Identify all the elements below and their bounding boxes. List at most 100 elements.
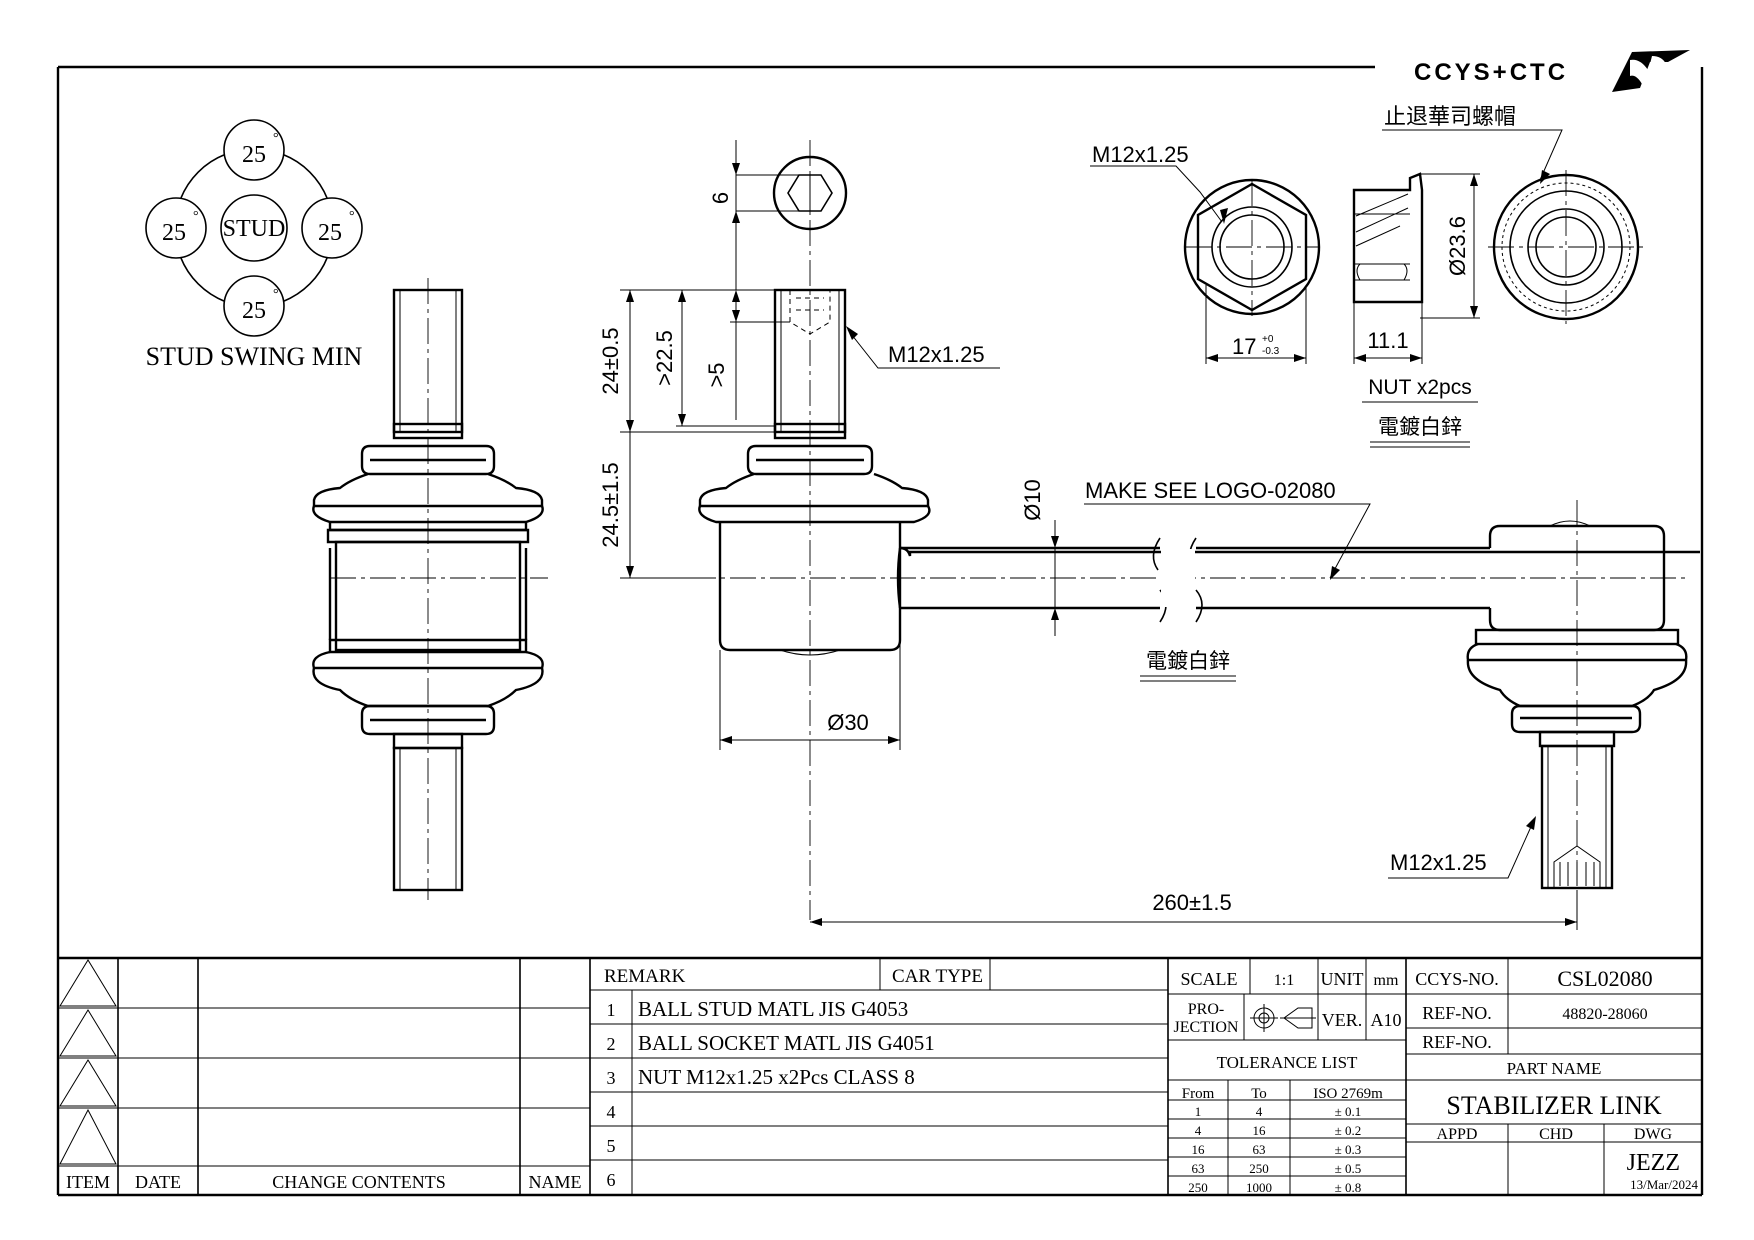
remark-no: 6 [607, 1170, 616, 1190]
projection-label: PRO- [1188, 1001, 1224, 1018]
dimension-lines: 6 24±0.5 >22.5 >5 24.5±1.5 M12x1.25 Ø10 [598, 140, 1578, 930]
projection-label: JECTION [1174, 1019, 1239, 1036]
tol-cell: ± 0.5 [1335, 1161, 1362, 1176]
remark-no: 2 [607, 1034, 616, 1054]
nut-across-flats: 17 [1232, 334, 1256, 359]
tol-cell: 16 [1192, 1142, 1206, 1157]
dwg-label: DWG [1634, 1126, 1673, 1143]
ref-no2-label: REF-NO. [1422, 1032, 1492, 1052]
degree-symbol: ° [349, 209, 355, 224]
rev-header-name: NAME [529, 1172, 582, 1192]
drawing-border [56, 65, 1704, 1197]
dim-socket-min: >5 [704, 362, 729, 387]
brand-logo: CCYS+CTC [1414, 50, 1690, 92]
tol-cell: 4 [1256, 1104, 1263, 1119]
tol-cell: 63 [1192, 1161, 1205, 1176]
ver-label: VER. [1322, 1010, 1363, 1030]
unit-label: UNIT [1321, 969, 1364, 989]
title-block: CCYS-NO. CSL02080 REF-NO. 48820-28060 RE… [1406, 958, 1702, 1195]
tol-cell: 63 [1253, 1142, 1266, 1157]
remark-text: BALL SOCKET MATL JIS G4051 [638, 1031, 935, 1055]
rev-header-date: DATE [135, 1172, 181, 1192]
remark-no: 1 [607, 1000, 616, 1020]
tol-cell: ± 0.1 [1335, 1104, 1362, 1119]
stud-swing-diagram: STUD 25 25 25 25 ° ° ° ° STUD SWING MIN [145, 119, 363, 371]
dwg-by: JEZZ [1627, 1150, 1680, 1176]
swing-label: STUD SWING MIN [146, 342, 363, 371]
car-type-label: CAR TYPE [892, 966, 983, 987]
rev-header-item: ITEM [66, 1172, 110, 1192]
nut-flange-dia: Ø23.6 [1445, 216, 1470, 276]
nut-qty: NUT x2pcs [1368, 376, 1471, 399]
chd-label: CHD [1539, 1126, 1573, 1143]
scale-value: 1:1 [1274, 972, 1294, 989]
degree-symbol: ° [193, 209, 199, 224]
ref-no-value: 48820-28060 [1562, 1006, 1647, 1023]
dim-hex-socket: 6 [708, 192, 733, 204]
remark-text: BALL STUD MATL JIS G4053 [638, 997, 908, 1021]
tol-cell: 250 [1249, 1161, 1269, 1176]
degree-symbol: ° [273, 287, 279, 302]
dim-length: 260±1.5 [1152, 890, 1231, 915]
nut-thread: M12x1.25 [1092, 142, 1189, 167]
drawing-date: 13/Mar/2024 [1630, 1177, 1698, 1192]
tol-cell: 1000 [1246, 1180, 1272, 1195]
swing-angle-left: 25 [162, 220, 186, 246]
nut-tol-minus: -0.3 [1262, 346, 1280, 357]
main-link-view [690, 140, 1700, 920]
info-block: SCALE 1:1 UNIT mm PRO- JECTION VER. A10 [1168, 958, 1407, 1195]
dim-body-height: 24.5±1.5 [598, 462, 623, 547]
hex-socket-end-view [772, 155, 848, 231]
remark-text: NUT M12x1.25 x2Pcs CLASS 8 [638, 1065, 915, 1089]
ccys-no-value: CSL02080 [1557, 966, 1652, 991]
left-side-view [312, 278, 548, 900]
part-name-label: PART NAME [1507, 1059, 1602, 1078]
remark-no: 4 [607, 1102, 616, 1122]
logo-text: CCYS+CTC [1414, 59, 1568, 86]
rev-header-change: CHANGE CONTENTS [272, 1172, 446, 1192]
appd-label: APPD [1437, 1126, 1478, 1143]
ver-value: A10 [1371, 1010, 1402, 1030]
tol-header-iso: ISO 2769m [1313, 1086, 1383, 1102]
unit-value: mm [1374, 972, 1399, 989]
nut-name-cn: 止退華司螺帽 [1384, 105, 1516, 130]
revision-triangle-icon [59, 959, 117, 1007]
dim-thread-top: M12x1.25 [888, 342, 985, 367]
dim-thread-bottom: M12x1.25 [1390, 850, 1487, 875]
tol-header-to: To [1251, 1086, 1267, 1102]
revision-triangle-icon [59, 1059, 117, 1107]
tolerance-title: TOLERANCE LIST [1217, 1053, 1358, 1072]
tol-cell: ± 0.3 [1335, 1142, 1362, 1157]
tol-cell: 16 [1253, 1123, 1267, 1138]
part-name-value: STABILIZER LINK [1446, 1091, 1661, 1120]
tol-cell: 1 [1195, 1104, 1202, 1119]
tol-cell: 4 [1195, 1123, 1202, 1138]
remark-no: 5 [607, 1136, 616, 1156]
logo-mark-icon [1612, 50, 1690, 92]
nut-height: 11.1 [1367, 328, 1408, 353]
revision-triangle-icon [59, 1009, 117, 1057]
nut-detail: M12x1.25 17 +0 -0.3 11.1 Ø23.6 [1090, 105, 1644, 448]
tol-cell: ± 0.2 [1335, 1123, 1362, 1138]
nut-plating: 電鍍白鋅 [1378, 415, 1462, 439]
revision-triangle-icon [59, 1108, 117, 1165]
remark-no: 3 [607, 1068, 616, 1088]
swing-center-label: STUD [223, 216, 286, 242]
degree-symbol: ° [273, 131, 279, 146]
tolerance-table: TOLERANCE LIST From To ISO 2769m 1 4 ± 0… [1168, 1053, 1406, 1195]
dim-stud-height: 24±0.5 [598, 327, 623, 394]
ref-no-label: REF-NO. [1422, 1003, 1492, 1023]
swing-angle-right: 25 [318, 220, 342, 246]
dim-housing-dia: Ø30 [827, 710, 869, 735]
remark-label: REMARK [604, 966, 686, 987]
tol-header-from: From [1182, 1086, 1215, 1102]
remarks-table: REMARK CAR TYPE 1 BALL STUD MATL JIS G40… [590, 958, 1169, 1195]
nut-tol-plus: +0 [1262, 334, 1274, 345]
make-see-note: MAKE SEE LOGO-02080 [1085, 478, 1336, 503]
dim-thread-min: >22.5 [652, 330, 677, 386]
tol-cell: ± 0.8 [1335, 1180, 1362, 1195]
plating-note-rod: 電鍍白鋅 [1146, 649, 1230, 673]
scale-label: SCALE [1180, 969, 1237, 989]
projection-symbol-icon [1250, 1004, 1316, 1032]
